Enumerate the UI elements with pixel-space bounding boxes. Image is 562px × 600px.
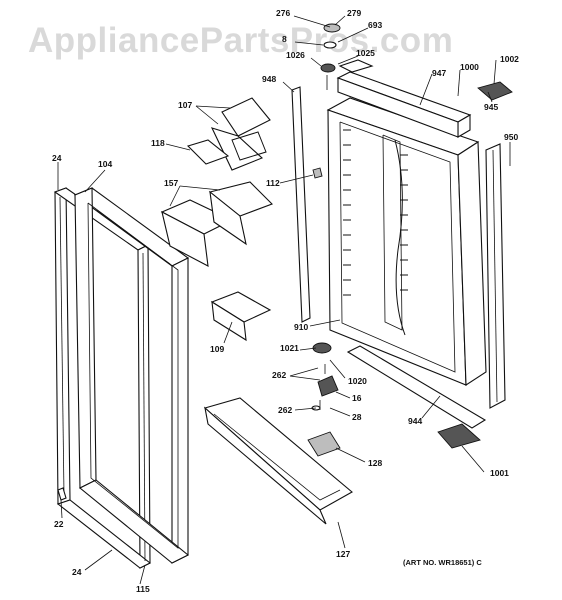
dairy-door-107 (210, 97, 271, 171)
bottom-hinge-parts (311, 342, 339, 411)
callout-1021: 1021 (280, 343, 299, 353)
callout-944: 944 (408, 416, 422, 426)
callout-910: 910 (294, 322, 308, 332)
callout-8: 8 (282, 34, 287, 44)
top-trim (336, 71, 513, 138)
bottom-shelf-127 (203, 397, 353, 525)
callout-693: 693 (368, 20, 382, 30)
callout-1020: 1020 (348, 376, 367, 386)
callout-950: 950 (504, 132, 518, 142)
leader-lines (57, 15, 511, 585)
callout-115: 115 (136, 584, 150, 594)
door-gasket (53, 187, 152, 569)
side-trim (485, 143, 506, 409)
bin-109 (210, 291, 272, 342)
shelf-ribs (343, 129, 408, 296)
callout-107: 107 (178, 100, 192, 110)
clip-128 (307, 431, 341, 457)
callout-labels: 276 279 8 693 1026 1025 1002 1000 947 94… (52, 8, 519, 594)
callout-127: 127 (336, 549, 350, 559)
callout-109: 109 (210, 344, 224, 354)
callout-24-top: 24 (52, 153, 62, 163)
callout-118: 118 (151, 138, 165, 148)
callout-16: 16 (352, 393, 362, 403)
callout-1001: 1001 (490, 468, 509, 478)
art-number-note: (ART NO. WR18651) C (403, 558, 482, 567)
callout-28: 28 (352, 412, 362, 422)
callout-104: 104 (98, 159, 112, 169)
vertical-strip (291, 86, 311, 323)
callout-948: 948 (262, 74, 276, 84)
pad-118 (186, 139, 230, 165)
callout-1002: 1002 (500, 54, 519, 64)
bottom-trim (346, 345, 487, 449)
callout-1025: 1025 (356, 48, 375, 58)
callout-279: 279 (347, 8, 361, 18)
callout-1026: 1026 (286, 50, 305, 60)
small-part-112 (312, 167, 323, 179)
callout-262-top: 262 (272, 370, 286, 380)
watermark-text: AppliancePartsPros.com (28, 21, 453, 60)
callout-947: 947 (432, 68, 446, 78)
callout-945: 945 (484, 102, 498, 112)
callout-112: 112 (266, 178, 280, 188)
bins-157 (160, 181, 273, 267)
callout-24-bottom: 24 (72, 567, 82, 577)
small-part-22 (57, 487, 67, 501)
door-liner-frame (73, 187, 190, 564)
callout-157: 157 (164, 178, 178, 188)
callout-262-bottom: 262 (278, 405, 292, 415)
cabinet-liner (326, 97, 487, 386)
callout-22: 22 (54, 519, 64, 529)
callout-128: 128 (368, 458, 382, 468)
callout-276: 276 (276, 8, 290, 18)
callout-1000: 1000 (460, 62, 479, 72)
